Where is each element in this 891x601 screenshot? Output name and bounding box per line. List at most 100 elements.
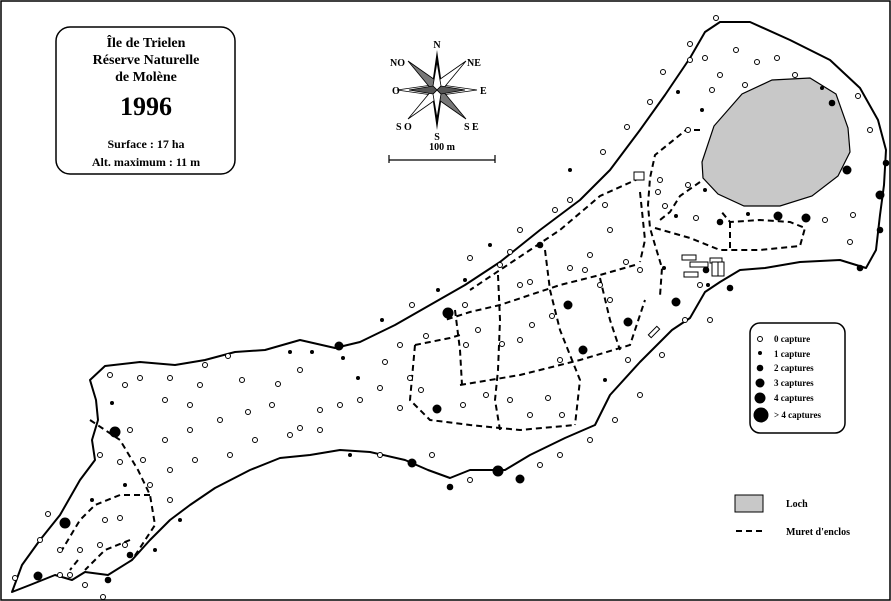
capture-point	[317, 407, 323, 413]
capture-point	[192, 457, 198, 463]
capture-point	[671, 297, 681, 307]
capture-point	[12, 575, 18, 581]
capture-point	[187, 402, 193, 408]
capture-point	[463, 342, 469, 348]
title-altitude: Alt. maximum : 11 m	[92, 155, 200, 169]
legend-symbol-5	[753, 407, 769, 423]
capture-point	[822, 217, 828, 223]
capture-point	[37, 537, 43, 543]
capture-point	[310, 350, 314, 354]
capture-point	[217, 417, 223, 423]
wall-segment	[408, 344, 576, 432]
capture-point	[122, 542, 128, 548]
buildings	[633, 171, 725, 339]
capture-point	[442, 307, 454, 319]
capture-point	[733, 47, 739, 53]
capture-point	[559, 412, 565, 418]
capture-point	[269, 402, 275, 408]
capture-point	[820, 86, 824, 90]
capture-point	[380, 318, 384, 322]
capture-point	[850, 212, 856, 218]
capture-point	[162, 397, 168, 403]
capture-point	[341, 356, 345, 360]
compass-se: S E	[464, 122, 479, 133]
compass-n: N	[433, 40, 441, 51]
capture-point	[607, 297, 613, 303]
capture-point	[467, 477, 473, 483]
capture-point	[475, 327, 481, 333]
capture-point	[587, 437, 593, 443]
title-box-frame	[55, 26, 236, 175]
capture-point	[568, 168, 572, 172]
capture-point	[726, 284, 734, 292]
capture-point	[429, 452, 435, 458]
capture-point	[317, 427, 323, 433]
capture-point	[602, 202, 608, 208]
capture-point	[557, 357, 563, 363]
capture-point	[709, 87, 715, 93]
capture-point	[418, 387, 424, 393]
capture-point	[507, 249, 513, 255]
building	[633, 171, 645, 181]
capture-point	[123, 483, 127, 487]
loch-legend-swatch	[734, 494, 764, 513]
capture-point	[463, 278, 467, 282]
capture-point	[432, 404, 442, 414]
capture-point	[499, 341, 505, 347]
capture-point	[127, 427, 133, 433]
capture-point	[792, 72, 798, 78]
capture-point	[517, 282, 523, 288]
wall-segment	[639, 191, 647, 263]
wall-segment	[69, 559, 79, 571]
wall-segment	[414, 334, 461, 346]
capture-point	[682, 317, 688, 323]
capture-point	[707, 317, 713, 323]
capture-point	[202, 362, 208, 368]
capture-point	[647, 99, 653, 105]
capture-point	[662, 266, 666, 270]
capture-point	[855, 93, 861, 99]
capture-point	[497, 262, 503, 268]
wall-segment	[493, 274, 502, 431]
wall-segment	[459, 299, 646, 386]
capture-point	[717, 72, 723, 78]
title-line-1: Île de Trielen	[107, 34, 186, 51]
building	[681, 254, 697, 261]
capture-point	[77, 547, 83, 553]
capture-point	[100, 594, 106, 600]
capture-point	[45, 511, 51, 517]
legend-symbol-2	[756, 364, 764, 372]
capture-point	[637, 267, 643, 273]
capture-point	[754, 59, 760, 65]
capture-point	[467, 255, 473, 261]
capture-point	[117, 515, 123, 521]
capture-point	[856, 264, 864, 272]
capture-point	[847, 239, 853, 245]
legend-symbol-4	[754, 392, 766, 404]
capture-point	[297, 425, 303, 431]
capture-point	[567, 197, 573, 203]
wall-segment	[469, 177, 641, 291]
capture-point	[167, 375, 173, 381]
capture-point	[122, 382, 128, 388]
title-line-2: Réserve Naturelle	[93, 53, 200, 68]
wall-segment	[544, 249, 582, 426]
legend-label-2: 2 captures	[774, 363, 814, 373]
capture-point	[348, 453, 352, 457]
capture-point	[33, 571, 43, 581]
capture-point	[676, 90, 680, 94]
legend-symbol-1	[758, 351, 762, 355]
capture-point	[104, 576, 112, 584]
capture-point	[875, 190, 885, 200]
capture-point	[59, 517, 71, 529]
building	[647, 325, 661, 339]
capture-point	[492, 465, 504, 477]
capture-point	[147, 482, 153, 488]
capture-point	[549, 313, 555, 319]
capture-point	[600, 149, 606, 155]
capture-point	[828, 99, 836, 107]
title-year: 1996	[120, 92, 172, 121]
capture-point	[867, 127, 873, 133]
capture-point	[178, 518, 182, 522]
capture-point	[655, 189, 661, 195]
